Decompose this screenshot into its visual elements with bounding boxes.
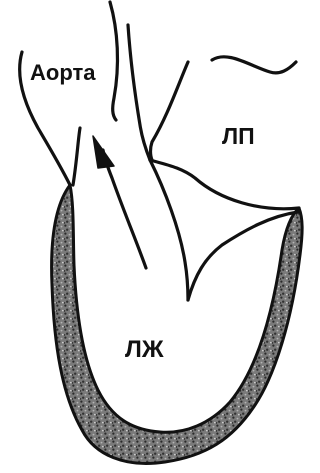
flow-arrow-shaft [103, 150, 146, 268]
left-ventricle-label: ЛЖ [125, 336, 164, 363]
pulmonary-vein-wall [212, 57, 296, 73]
left-atrium-roof [151, 62, 189, 160]
aorta-label: Аорта [30, 60, 96, 85]
upper-vessel-wall [110, 2, 117, 120]
left-atrium-posterior-wall [150, 160, 299, 209]
anterior-leaflet [150, 160, 188, 300]
aorta-right-wall [73, 128, 80, 185]
flow-arrow-head [93, 136, 114, 168]
aorta-atrium-septum [128, 25, 150, 160]
left-atrium-label: ЛП [222, 123, 255, 149]
